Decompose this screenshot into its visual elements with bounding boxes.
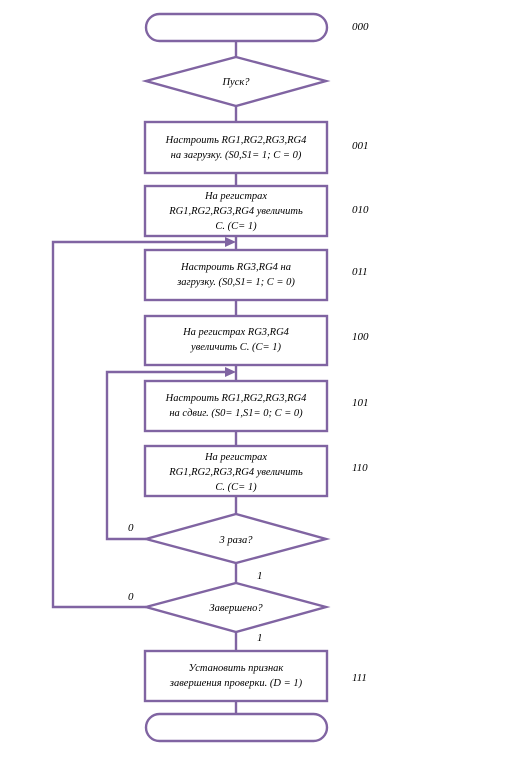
step-111-line-1: Установить признак: [189, 663, 284, 674]
decision-three-times: [141, 512, 331, 565]
finished-yes-label: 1: [257, 632, 263, 644]
step-100-box: [143, 314, 329, 367]
step-011-line-1: Настроить RG3,RG4 на: [180, 262, 291, 273]
step-101-line-2: на сдвиг. (S0= 1,S1= 0; C = 0): [169, 408, 303, 419]
step-101-line-1: Настроить RG1,RG2,RG3,RG4: [165, 393, 307, 404]
decision-start-question-label: Пуск?: [221, 77, 250, 88]
step-101-code: 101: [352, 397, 369, 409]
step-011-code: 011: [352, 266, 368, 278]
decision-finished-label: Завершено?: [209, 603, 263, 614]
step-100-line-2: увеличить C. (C= 1): [190, 342, 281, 353]
loop-three-times-to-101: [105, 370, 228, 541]
step-011-box: [143, 248, 329, 302]
loop-finished-to-011: [51, 240, 228, 609]
step-001-line-1: Настроить RG1,RG2,RG3,RG4: [165, 135, 307, 146]
step-010-box: [143, 184, 329, 238]
step-010-line-3: C. (C= 1): [215, 221, 257, 232]
connectors: [51, 40, 238, 714]
three-times-no-label: 0: [128, 522, 134, 534]
three-times-yes-label: 1: [257, 570, 263, 582]
loop-finished-arrowhead: [225, 237, 236, 247]
step-011-line-2: загрузку. (S0,S1= 1; C = 0): [176, 277, 295, 288]
step-110-line-1: На регистрах: [204, 452, 267, 463]
step-110-line-3: C. (C= 1): [215, 482, 257, 493]
step-110-line-2: RG1,RG2,RG3,RG4 увеличить: [168, 467, 303, 478]
step-010-line-2: RG1,RG2,RG3,RG4 увеличить: [168, 206, 303, 217]
decision-start-question: [141, 55, 331, 108]
step-110-box: [143, 444, 329, 498]
step-111-code: 111: [352, 672, 367, 684]
step-101-box: [143, 379, 329, 433]
step-010-line-1: На регистрах: [204, 191, 267, 202]
decision-three-times-label: 3 раза?: [219, 535, 254, 546]
start-state-code: 000: [352, 21, 369, 33]
step-111-box: [143, 649, 329, 703]
step-111-line-2: завершения проверки. (D = 1): [169, 678, 303, 689]
step-110-code: 110: [352, 462, 368, 474]
decision-finished: [141, 581, 331, 634]
step-010-code: 010: [352, 204, 369, 216]
start-terminator: [144, 12, 329, 43]
finished-no-label: 0: [128, 591, 134, 603]
loop-three-times-arrowhead: [225, 367, 236, 377]
end-terminator: [144, 712, 329, 743]
step-100-line-1: На регистрах RG3,RG4: [182, 327, 290, 338]
step-001-line-2: на загрузку. (S0,S1= 1; C = 0): [171, 150, 302, 161]
step-001-code: 001: [352, 140, 369, 152]
step-100-code: 100: [352, 331, 369, 343]
step-001-box: [143, 120, 329, 175]
